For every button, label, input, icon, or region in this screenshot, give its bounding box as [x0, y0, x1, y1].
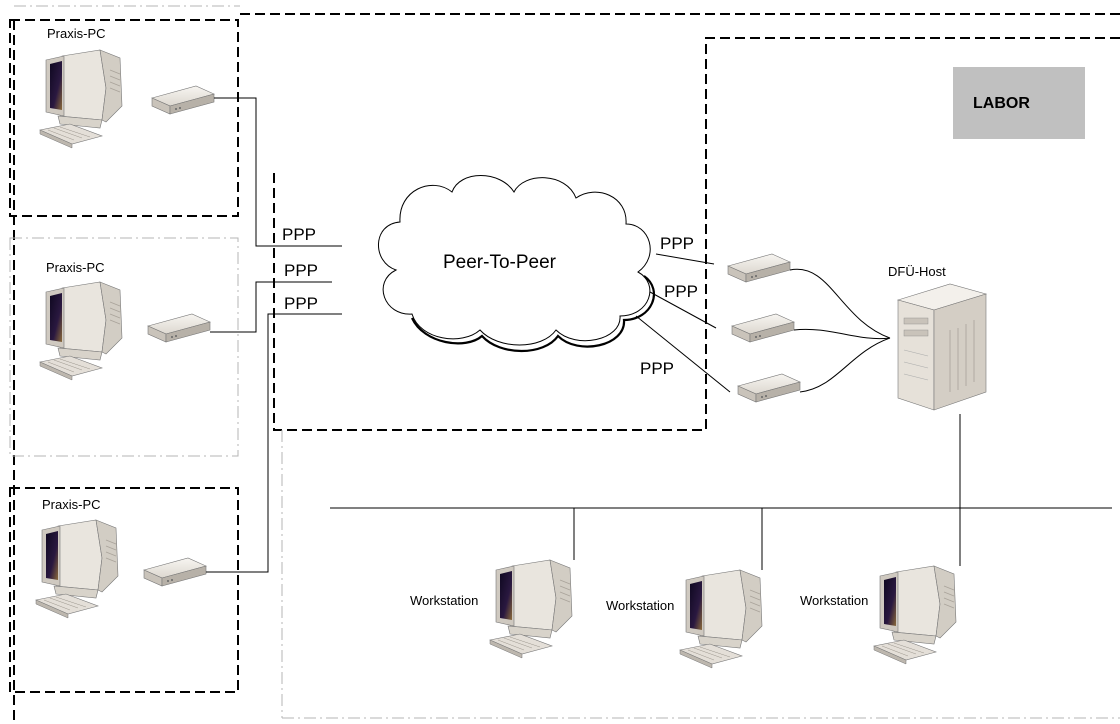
ppp-label: PPP: [660, 234, 694, 253]
modem-icon: [731, 313, 795, 343]
desktop-computer-icon: [35, 519, 119, 619]
workstation-2: Workstation: [606, 569, 763, 669]
ppp-label: PPP: [640, 359, 674, 378]
workstation-label: Workstation: [606, 598, 674, 613]
modem-icon: [727, 253, 791, 283]
ppp-label: PPP: [282, 225, 316, 244]
modem-icon: [143, 557, 207, 587]
right-ppp-links: PPP PPP PPP: [635, 234, 731, 393]
cloud-icon: Peer-To-Peer: [378, 175, 655, 353]
ppp-label: PPP: [284, 294, 318, 313]
desktop-computer-icon: [489, 559, 573, 659]
modem-icon: [151, 85, 215, 115]
labor-label: LABOR: [973, 95, 1030, 112]
desktop-computer-icon: [873, 565, 957, 665]
workstation-label: Workstation: [410, 593, 478, 608]
ppp-label: PPP: [664, 282, 698, 301]
praxis-pc-label: Praxis-PC: [47, 26, 106, 41]
desktop-computer-icon: [39, 281, 123, 381]
praxis-pc-group-3: Praxis-PC: [9, 487, 239, 693]
workstation-3: Workstation: [800, 565, 957, 665]
lan-bus: [330, 414, 1112, 570]
server-tower-icon: DFÜ-Host: [888, 264, 988, 411]
praxis-pc-label: Praxis-PC: [46, 260, 105, 275]
ppp-label: PPP: [284, 261, 318, 280]
left-ppp-links: PPP PPP PPP: [206, 97, 342, 573]
modem-icon: [737, 373, 801, 403]
labor-label-box: [953, 67, 1085, 139]
praxis-pc-label: Praxis-PC: [42, 497, 101, 512]
labor-zone: LABOR: [273, 37, 1120, 718]
server-links: [789, 268, 891, 393]
desktop-computer-icon: [679, 569, 763, 669]
outer-boundary: [13, 5, 1120, 724]
modem-icon: [147, 313, 211, 343]
workstation-label: Workstation: [800, 593, 868, 608]
cloud-label: Peer-To-Peer: [443, 252, 557, 273]
desktop-computer-icon: [39, 49, 123, 149]
praxis-pc-group-2: Praxis-PC: [9, 237, 239, 457]
praxis-pc-group-1: Praxis-PC: [9, 19, 239, 217]
host-label: DFÜ-Host: [888, 264, 946, 279]
workstation-1: Workstation: [410, 559, 573, 659]
